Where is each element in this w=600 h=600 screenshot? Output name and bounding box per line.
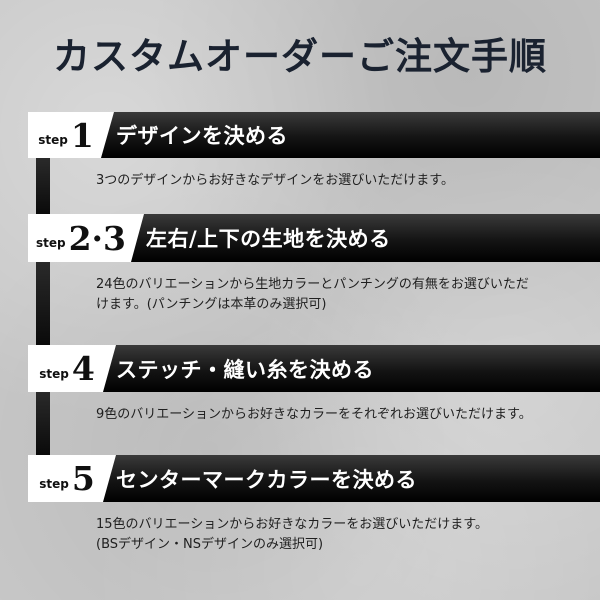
step-row-5: センターマークカラーを決める step 5 15色のバリエーションからお好きなカ…	[0, 455, 600, 552]
step-heading-bar: デザインを決める	[28, 112, 600, 158]
step-heading: センターマークカラーを決める	[116, 467, 417, 492]
step-description: 24色のバリエーションから生地カラーとパンチングの有無をお選びいただ けます。(…	[96, 277, 529, 313]
step-description: 3つのデザインからお好きなデザインをお選びいただけます。	[96, 173, 454, 188]
step-number-box: step 1	[28, 112, 114, 158]
step-row-1: デザインを決める step 1 3つのデザインからお好きなデザインをお選びいただ…	[0, 112, 600, 188]
step-row-4: ステッチ・縫い糸を決める step 4 9色のバリエーションからお好きなカラーを…	[0, 345, 600, 422]
step-description: 9色のバリエーションからお好きなカラーをそれぞれお選びいただけます。	[96, 407, 532, 422]
step-number-box: step 2·3	[28, 214, 144, 262]
step-number: 5	[71, 459, 95, 498]
step-label: step	[35, 236, 66, 250]
step-label: step	[38, 133, 68, 147]
step-heading-bar: ステッチ・縫い糸を決める	[28, 345, 600, 392]
step-label: step	[39, 476, 69, 491]
step-number-box: step 5	[28, 455, 116, 502]
step-number-box: step 4	[28, 345, 116, 392]
step-number: 2·3	[68, 218, 127, 258]
step-heading: ステッチ・縫い糸を決める	[116, 357, 374, 382]
step-description: 15色のバリエーションからお好きなカラーをお選びいただけます。 (BSデザイン・…	[96, 517, 488, 553]
step-label: step	[39, 366, 69, 381]
down-arrow-connector	[36, 262, 50, 345]
step-number: 4	[71, 349, 95, 388]
step-heading: デザインを決める	[116, 124, 288, 148]
step-heading: 左右/上下の生地を決める	[146, 227, 391, 251]
down-arrow-connector	[36, 392, 50, 455]
down-arrow-connector	[36, 158, 50, 214]
page-title: カスタムオーダーご注文手順	[53, 35, 547, 78]
step-row-2-3: 左右/上下の生地を決める step 2·3 24色のバリエーションから生地カラー…	[0, 214, 600, 312]
step-heading-bar: センターマークカラーを決める	[28, 455, 600, 502]
step-number: 1	[70, 115, 94, 155]
